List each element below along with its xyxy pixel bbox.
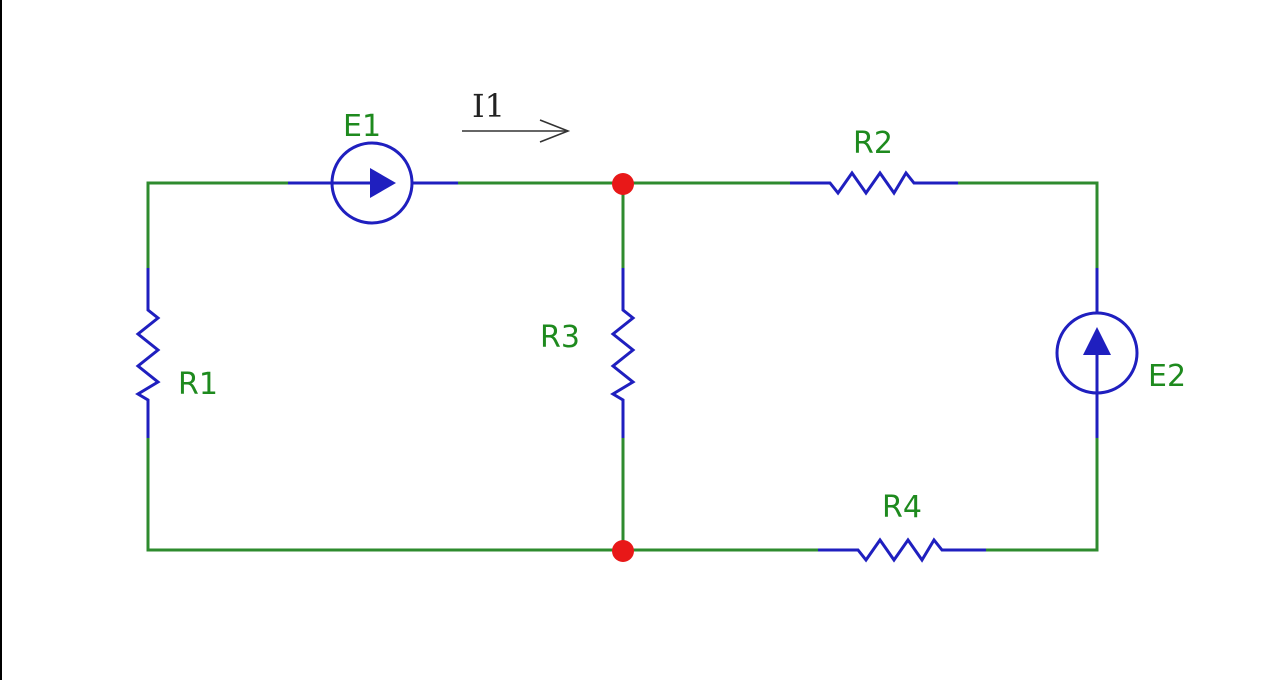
wire-top-right xyxy=(958,181,1099,268)
r4-zigzag xyxy=(818,537,986,563)
r1-zigzag xyxy=(135,268,161,438)
resistor-r4 xyxy=(818,537,986,563)
node-top-junction xyxy=(612,173,634,195)
i1-arrow-head-icon xyxy=(539,119,571,143)
resistor-r2 xyxy=(790,170,958,196)
label-r4: R4 xyxy=(882,490,922,525)
e2-arrow-icon xyxy=(1083,327,1111,355)
r2-zigzag xyxy=(790,170,958,196)
label-e1: E1 xyxy=(343,109,381,144)
label-i1: I1 xyxy=(472,87,505,125)
wire-left-top xyxy=(146,181,288,268)
resistor-r1 xyxy=(135,268,161,438)
source-e2 xyxy=(1055,268,1139,438)
source-e1 xyxy=(288,141,458,225)
wire-left-bottom xyxy=(146,438,623,552)
current-arrow-i1 xyxy=(462,119,571,143)
resistor-r3 xyxy=(610,268,636,438)
node-bottom-junction xyxy=(612,540,634,562)
r3-zigzag xyxy=(610,268,636,438)
e1-arrow-icon xyxy=(370,168,396,198)
label-e2: E2 xyxy=(1148,359,1186,394)
label-r3: R3 xyxy=(540,320,580,355)
wires xyxy=(146,181,1099,552)
label-r2: R2 xyxy=(853,126,893,161)
wire-bottom-right xyxy=(986,438,1099,552)
label-r1: R1 xyxy=(178,367,218,402)
